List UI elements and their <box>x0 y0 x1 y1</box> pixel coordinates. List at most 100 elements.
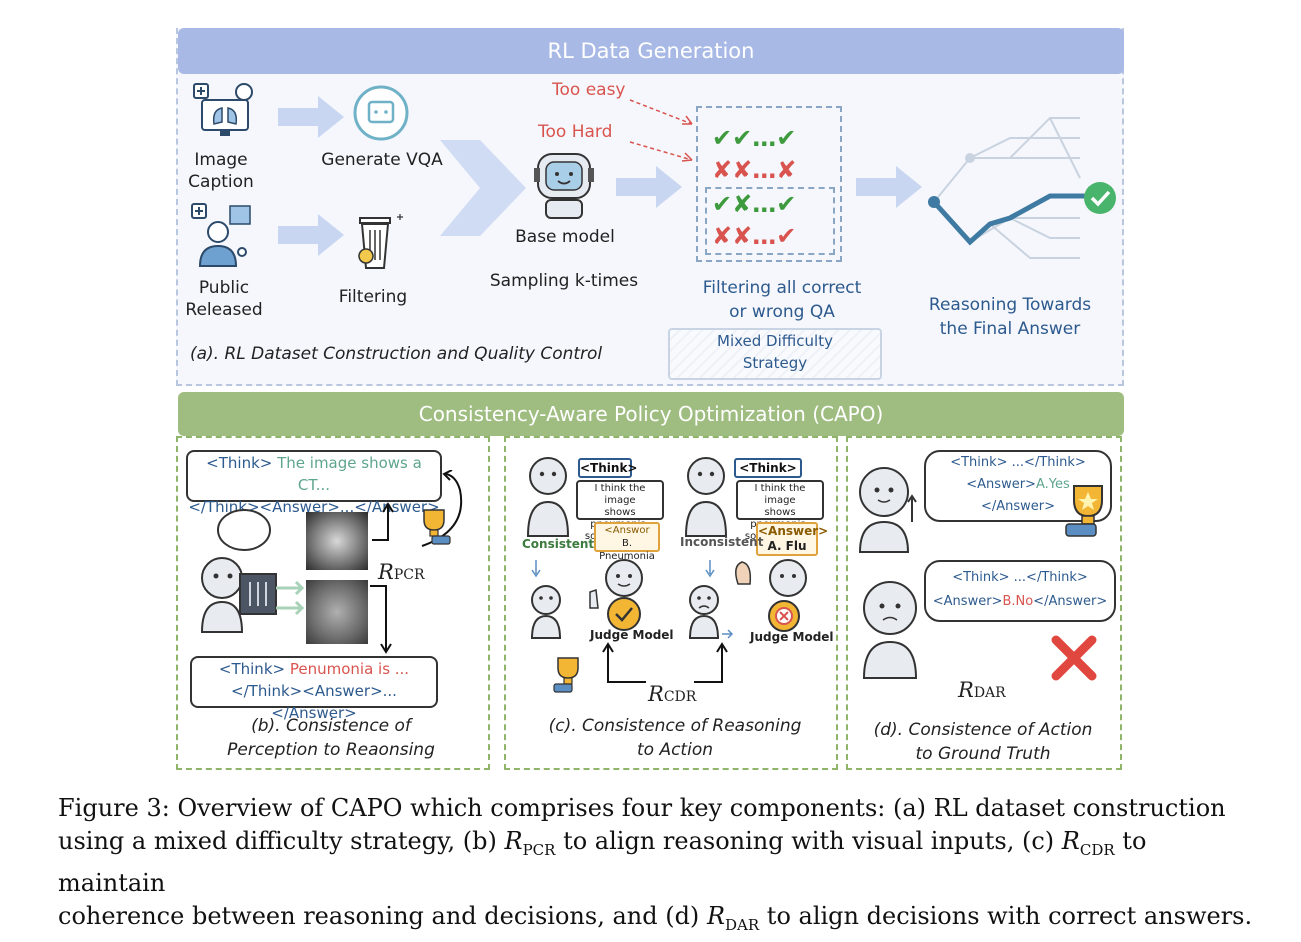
think-bubble-bottom: <Think> Penumonia is ... </Think><Answer… <box>190 656 438 722</box>
think-tag: <Think> <box>218 660 286 678</box>
reward-pcr-sub: PCR <box>393 567 425 583</box>
reasoning-tree-icon <box>928 117 1116 259</box>
result-row-wrong: ✘✘…✘ <box>712 156 797 184</box>
answer-box-left: <Answor B. Pneumonia <box>594 522 660 562</box>
answer-value-right: A. Flu <box>767 539 807 553</box>
section-c-caption-line1: (c). Consistence of Reasoning <box>548 716 802 736</box>
result-row-mixed1: ✔✘…✔ <box>712 190 797 218</box>
reward-cdr-sub: CDR <box>663 689 697 705</box>
answer-end-tag: </Answer> <box>1033 594 1108 609</box>
mixed-difficulty-box: Mixed Difficulty Strategy <box>668 328 882 380</box>
think-tag: <Think> <box>206 454 273 472</box>
caption-line2-a: using a mixed difficulty strategy, (b) <box>58 827 505 855</box>
filter-all-line1: Filtering all correct <box>702 278 862 298</box>
filtering-label: Filtering <box>338 287 408 307</box>
reward-dar: RDAR <box>958 678 1006 702</box>
cdr-arrows <box>602 642 728 683</box>
generate-vqa-label: Generate VQA <box>321 150 443 170</box>
answer-tag: <Answer> <box>966 477 1036 492</box>
image-caption-label: Image Caption <box>176 149 266 193</box>
mixed-rows: ✔✘…✔ ✘✘…✔ <box>712 188 796 252</box>
trophy-icon <box>423 509 451 545</box>
think-label-left: <Think> <box>578 458 637 478</box>
think-text: The image shows a CT... <box>272 454 422 494</box>
arrow-icon <box>278 96 344 138</box>
judge-model-left-label: Judge Model <box>590 628 674 642</box>
think-text-left: I think the image shows pneumonia, so th… <box>576 480 664 554</box>
chevron-arrow-icon <box>440 140 526 236</box>
reasoning-line2: the Final Answer <box>939 319 1081 339</box>
inconsistent-label: Inconsistent <box>680 535 764 549</box>
mixed-result-box <box>705 187 835 255</box>
think-text-left-line1: I think the image <box>594 483 646 506</box>
caption-line2-c: to maintain <box>58 827 1147 897</box>
rl-data-generation-header: RL Data Generation <box>178 28 1124 74</box>
section-b-caption-line1: (b). Consistence of <box>251 716 411 736</box>
judge-model-left-icon <box>530 559 643 639</box>
answer-value-left: B. Pneumonia <box>599 538 655 562</box>
answer-bubble-top-line1: <Think> ...</Think> <box>950 455 1086 470</box>
section-c-caption: (c). Consistence of Reasoning to Action <box>530 714 820 762</box>
base-model-label: Base model <box>515 227 615 247</box>
arrow-icon <box>278 214 344 256</box>
think-label-right: <Think> <box>734 458 802 478</box>
robot-icon <box>534 153 594 219</box>
sampling-label: Sampling k-times <box>489 271 639 291</box>
answer-tag-left: <Answor <box>604 525 650 536</box>
public-released-line1: Public <box>198 278 250 298</box>
wrong-cross-icon <box>1051 635 1097 681</box>
public-released-line2: Released <box>185 300 263 320</box>
reasoning-label: Reasoning Towards the Final Answer <box>910 293 1110 341</box>
answer-value-no: B.No <box>1002 594 1034 609</box>
consistent-label: Consistent <box>522 537 595 551</box>
dashed-arrows <box>629 99 693 162</box>
trophy-icon <box>1065 485 1103 537</box>
caption-line3-b: to align decisions with correct answers. <box>759 901 1253 930</box>
caption-line1: Figure 3: Overview of CAPO which compris… <box>58 794 1226 822</box>
answer-box-right: <Answer> A. Flu <box>756 522 829 556</box>
reward-dar-symbol: R <box>958 678 974 702</box>
mixed-difficulty-line1: Mixed Difficulty <box>717 332 833 350</box>
xray-image-1 <box>306 512 368 570</box>
trophy-icon <box>553 657 579 693</box>
think-text-right-line1: I think the image <box>754 483 806 506</box>
panel-b <box>176 436 490 770</box>
figure-caption: Figure 3: Overview of CAPO which compris… <box>58 792 1258 942</box>
caption-line3-a: coherence between reasoning and decision… <box>58 901 707 930</box>
answer-tag-line: </Think><Answer>...</Answer> <box>231 682 397 722</box>
answer-value-yes: A.Yes <box>1035 477 1070 492</box>
arrow-icon <box>856 166 922 208</box>
reward-pcr: RPCR <box>378 560 425 584</box>
vqa-icon <box>353 85 409 141</box>
think-bubble-top: <Think> The image shows a CT... </Think>… <box>186 450 442 516</box>
filter-all-label: Filtering all correct or wrong QA <box>688 276 876 324</box>
section-a-caption: (a). RL Dataset Construction and Quality… <box>190 344 603 364</box>
doctor-icon <box>191 203 251 267</box>
too-hard-label: Too Hard <box>538 122 613 142</box>
answer-bubble-top-line3: </Answer> <box>980 499 1056 514</box>
rl-data-generation-panel <box>176 28 1124 386</box>
caption-line3: coherence between reasoning and decision… <box>58 900 1258 942</box>
reward-cdr: RCDR <box>648 682 696 706</box>
result-rows: ✔✔…✔ ✘✘…✘ <box>712 122 796 186</box>
section-b-caption-line2: Perception to Reaonsing <box>227 740 435 760</box>
result-row-mixed2: ✘✘…✔ <box>712 222 797 250</box>
public-released-label: Public Released <box>176 277 272 321</box>
robot-sad-icon <box>862 581 918 679</box>
caption-r-cdr-sub: CDR <box>1079 840 1115 859</box>
reasoning-line1: Reasoning Towards <box>928 295 1092 315</box>
caption-r-pcr: R <box>504 827 523 855</box>
robot-thinking-icon <box>684 457 728 537</box>
reward-dar-sub: DAR <box>973 685 1006 701</box>
caption-line2: using a mixed difficulty strategy, (b) R… <box>58 825 1258 900</box>
answer-bubble-bottom-line1: <Think> ...</Think> <box>952 570 1088 585</box>
answer-tag-right: <Answer> <box>758 524 829 538</box>
section-c-caption-line2: to Action <box>636 740 713 760</box>
mixed-difficulty-line2: Strategy <box>742 354 808 372</box>
medical-image-icon <box>193 83 253 136</box>
filter-result-box <box>696 106 842 262</box>
reward-pcr-symbol: R <box>378 560 394 584</box>
filter-all-line2: or wrong QA <box>729 302 835 322</box>
caption-line2-b: to align reasoning with visual inputs, (… <box>555 827 1062 855</box>
panel-d <box>846 436 1122 770</box>
